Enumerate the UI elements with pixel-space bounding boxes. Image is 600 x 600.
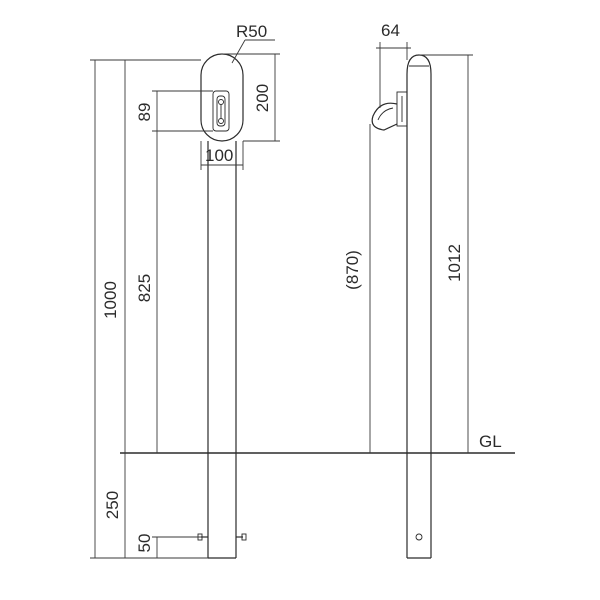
dim-lock-height-label: 89 (135, 103, 154, 122)
side-post (406, 54, 432, 559)
dim-embed-depth-label: 250 (103, 491, 122, 519)
dim-total-height-label: 1000 (101, 281, 120, 319)
dim-head-height-label: 200 (253, 84, 272, 112)
side-dimensions (369, 42, 473, 453)
side-pin-hole (415, 533, 423, 541)
front-view (197, 53, 247, 559)
dim-side-total-label: 1012 (445, 244, 464, 282)
ground-level-label: GL (479, 432, 502, 451)
dim-depth-label: 64 (381, 21, 400, 40)
dim-head-width-label: 100 (205, 146, 233, 165)
dim-ref-height-label: (870) (343, 250, 362, 290)
side-hook-bracket (371, 91, 408, 131)
front-post (207, 141, 237, 559)
dim-radius-label: R50 (236, 22, 267, 41)
side-view (371, 54, 432, 559)
anchor-pin (197, 533, 247, 541)
front-oval-head (200, 53, 244, 142)
dim-above-ground-label: 825 (135, 274, 154, 302)
front-dimensions (90, 39, 280, 559)
dim-pin-height-label: 50 (135, 534, 154, 553)
lock-fixture (212, 90, 230, 132)
